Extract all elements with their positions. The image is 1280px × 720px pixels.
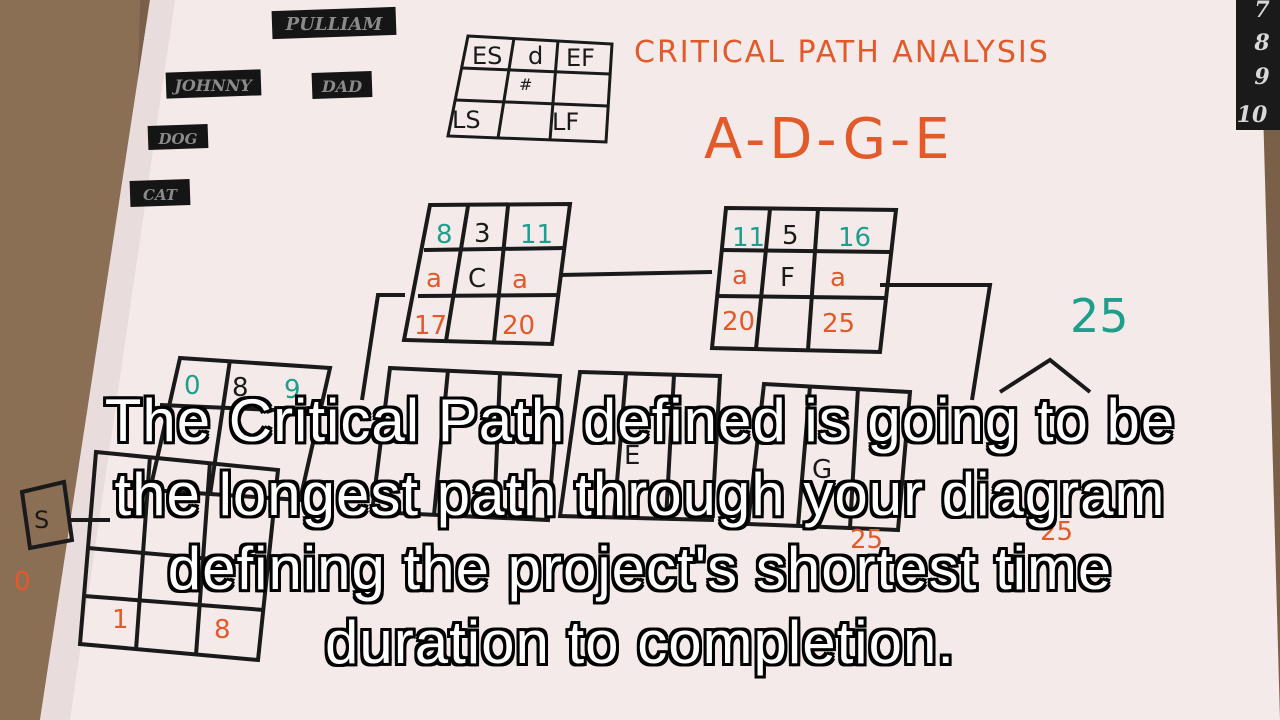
ruler-numbers: 7 8 9 10 — [1236, 0, 1280, 130]
legend-text: ES d EF # LS LF — [452, 42, 595, 136]
tag-pulliam: PULLIAM — [285, 14, 384, 35]
svg-text:5: 5 — [782, 221, 799, 251]
svg-text:C: C — [468, 264, 486, 294]
svg-text:1: 1 — [112, 605, 129, 635]
caption-line-1: The Critical Path defined is going to be — [104, 387, 1176, 454]
tag-cat: CAT — [143, 186, 179, 204]
svg-text:11: 11 — [732, 223, 765, 253]
svg-text:E: E — [624, 441, 640, 471]
svg-text:8: 8 — [1253, 30, 1269, 56]
svg-text:10: 10 — [1237, 102, 1268, 128]
svg-text:0: 0 — [14, 567, 31, 597]
lower-nodes — [19, 355, 913, 663]
svg-text:9: 9 — [284, 375, 301, 405]
svg-text:8: 8 — [436, 220, 453, 250]
svg-text:S: S — [34, 506, 49, 534]
svg-text:9: 9 — [1254, 64, 1269, 90]
svg-text:F: F — [780, 263, 795, 293]
caption-line-4: duration to completion. — [324, 609, 956, 676]
svg-text:0: 0 — [184, 371, 201, 401]
svg-text:LS: LS — [452, 106, 481, 134]
svg-text:25: 25 — [850, 525, 883, 555]
name-tags: PULLIAM JOHNNY DAD DOG CAT — [129, 6, 397, 208]
svg-text:d: d — [528, 42, 543, 70]
svg-text:#: # — [519, 75, 532, 94]
caption-line-3: defining the project's shortest time — [167, 535, 1113, 602]
svg-text:7: 7 — [1254, 0, 1270, 23]
svg-text:a: a — [830, 263, 846, 293]
svg-text:11: 11 — [520, 220, 553, 250]
critical-path-sequence: A-D-G-E — [704, 107, 954, 172]
svg-text:8: 8 — [214, 615, 231, 645]
svg-text:a: a — [512, 265, 528, 295]
svg-text:20: 20 — [722, 307, 755, 337]
svg-text:16: 16 — [838, 223, 871, 253]
tag-dad: DAD — [321, 77, 362, 96]
svg-text:G: G — [812, 455, 832, 485]
project-duration: 25 — [1070, 289, 1129, 343]
svg-text:a: a — [426, 264, 442, 294]
tag-dog: DOG — [158, 130, 198, 148]
svg-text:8: 8 — [232, 373, 249, 403]
board-surface — [40, 0, 1280, 720]
svg-text:LF: LF — [552, 108, 579, 136]
svg-text:3: 3 — [474, 219, 491, 249]
svg-text:ES: ES — [472, 42, 502, 70]
svg-text:17: 17 — [414, 311, 447, 341]
svg-text:EF: EF — [566, 44, 595, 72]
subtitle-caption: The Critical Path defined is going to be… — [40, 384, 1240, 680]
node-c: 8 3 11 a C a 17 20 — [401, 201, 573, 347]
board-title: CRITICAL PATH ANALYSIS — [634, 35, 1050, 70]
svg-text:25: 25 — [1040, 517, 1073, 547]
svg-text:a: a — [732, 261, 748, 291]
tag-johnny: JOHNNY — [171, 76, 253, 95]
svg-text:25: 25 — [822, 309, 855, 339]
node-f: 11 5 16 a F a 20 25 — [709, 205, 899, 355]
lower-node-text: 0 8 9 1 8 E G S 0 25 25 — [14, 371, 1073, 645]
svg-text:20: 20 — [502, 311, 535, 341]
legend-grid — [446, 34, 614, 144]
caption-line-2: the longest path through your diagram — [114, 461, 1166, 528]
